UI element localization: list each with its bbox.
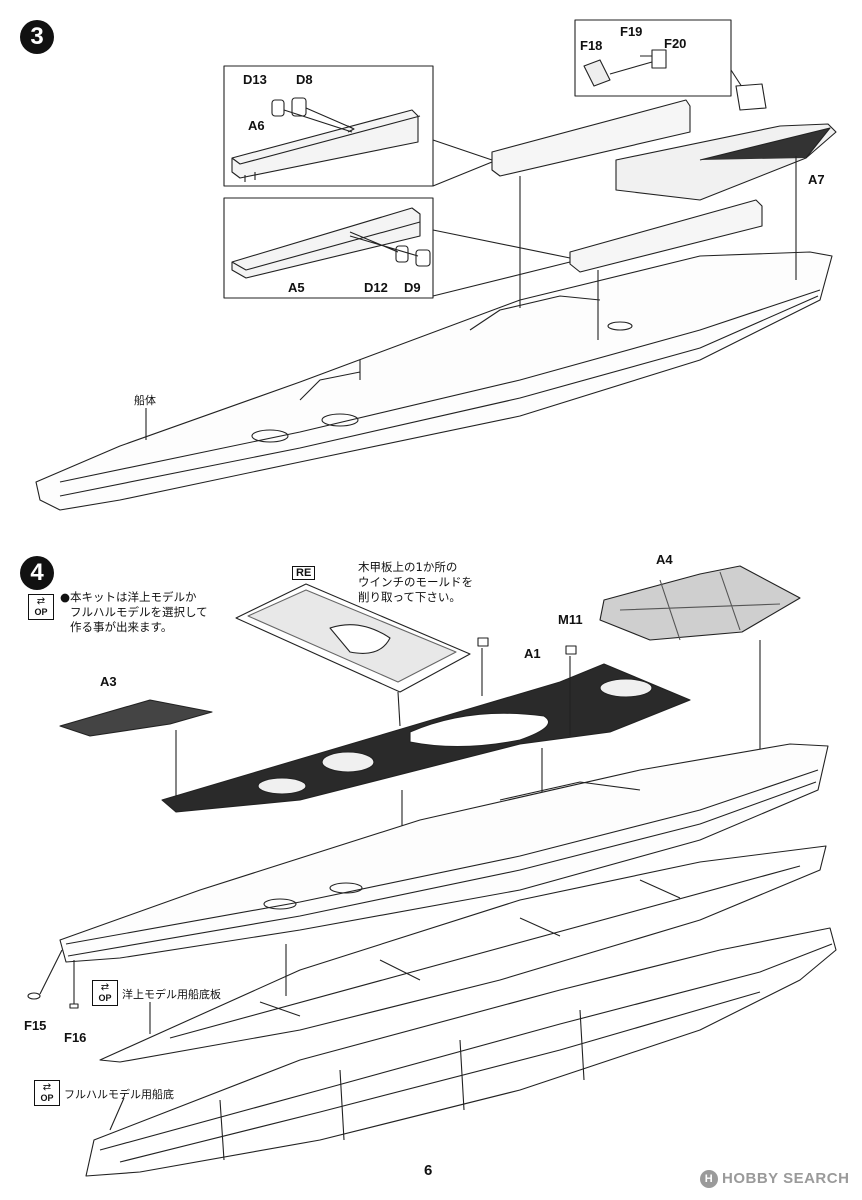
- part-f15: [27, 992, 41, 1000]
- part-a5-placed: [569, 199, 763, 273]
- label-m11: M11: [558, 612, 583, 627]
- part-d13-d8: [271, 97, 355, 133]
- step-3-badge: 3: [20, 20, 54, 54]
- option-op-icon-fullhull: ⇄ OP: [34, 1080, 60, 1106]
- part-a6: [231, 109, 421, 182]
- option-arrows-icon: ⇄: [42, 1082, 52, 1093]
- label-d9: D9: [404, 280, 421, 295]
- label-waterline-plate: 洋上モデル用船底板: [122, 988, 221, 1001]
- label-fullhull-bottom: フルハルモデル用船底: [64, 1088, 174, 1101]
- part-a6-placed: [491, 99, 691, 177]
- label-a4: A4: [656, 552, 673, 567]
- label-f15: F15: [24, 1018, 47, 1033]
- part-a1: [161, 663, 691, 813]
- part-f18-f20: [583, 49, 667, 87]
- page-number: 6: [424, 1162, 433, 1179]
- callout-re: [397, 691, 401, 727]
- leader-bottoms: [109, 1002, 151, 1131]
- label-hull: 船体: [134, 394, 156, 407]
- label-a6: A6: [248, 118, 265, 133]
- option-op-icon: ⇄ OP: [28, 594, 54, 620]
- label-d8: D8: [296, 72, 313, 87]
- part-a4: [599, 565, 801, 641]
- guide-f15: [39, 949, 63, 995]
- label-f20: F20: [664, 36, 687, 51]
- part-a5: [231, 207, 421, 279]
- hobby-search-logo-icon: H: [700, 1170, 718, 1189]
- label-d13: D13: [243, 72, 267, 87]
- callout-a6: [432, 139, 493, 187]
- part-a3: [59, 699, 213, 737]
- label-a3: A3: [100, 674, 117, 689]
- part-f20-piece: [735, 83, 767, 111]
- label-f16: F16: [64, 1030, 87, 1045]
- label-a1: A1: [524, 646, 541, 661]
- hull-step4: [59, 743, 829, 963]
- guide-lines-step4: [401, 648, 571, 880]
- label-f18: F18: [580, 38, 603, 53]
- label-d12: D12: [364, 280, 388, 295]
- callout-a5: [432, 229, 571, 297]
- option-note: ●本キットは洋上モデルか フルハルモデルを選択して 作る事が出来ます。: [60, 590, 208, 634]
- label-a5: A5: [288, 280, 305, 295]
- option-arrows-icon: ⇄: [36, 596, 46, 607]
- option-arrows-icon: ⇄: [100, 982, 110, 993]
- hull-step3: [35, 251, 833, 511]
- winch-note: 木甲板上の1か所の ウインチのモールドを 削り取って下さい。: [358, 560, 473, 604]
- label-f19: F19: [620, 24, 643, 39]
- guide-lines-step3: [519, 156, 797, 340]
- part-waterline-plate: [99, 845, 827, 1063]
- part-fullhull-bottom: [85, 927, 837, 1177]
- part-m11a: [477, 637, 489, 647]
- step-4-badge: 4: [20, 556, 54, 590]
- part-f16: [69, 1003, 79, 1009]
- re-badge: RE: [292, 566, 316, 580]
- option-op-icon-waterline: ⇄ OP: [92, 980, 118, 1006]
- label-a7: A7: [808, 172, 825, 187]
- part-m11b: [565, 645, 577, 655]
- part-d12-d9: [349, 231, 431, 267]
